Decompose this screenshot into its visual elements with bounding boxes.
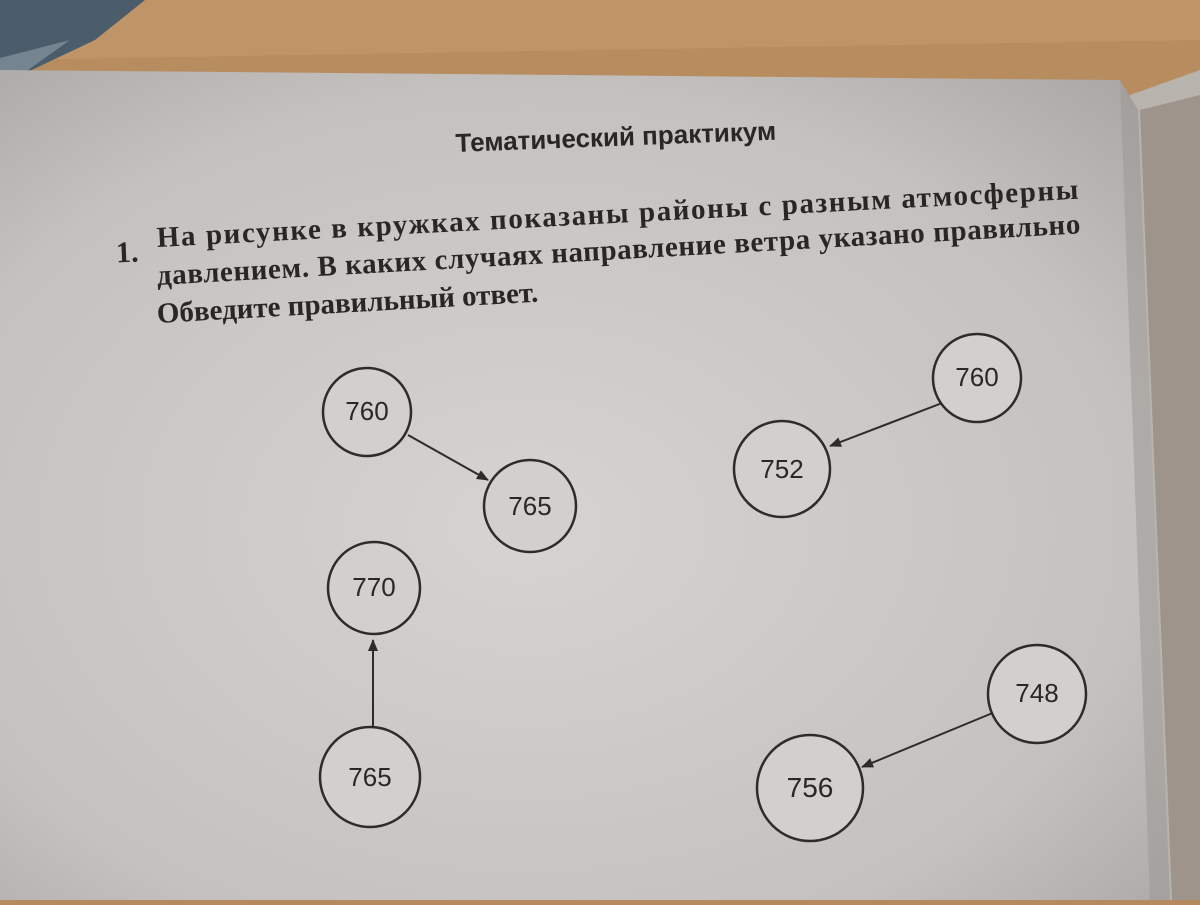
pressure-circle <box>755 733 865 843</box>
pressure-circle <box>931 332 1023 424</box>
diagram-3 <box>318 540 422 829</box>
pressure-circle <box>986 643 1088 745</box>
wind-arrow <box>829 399 951 447</box>
pressure-circle <box>326 540 422 636</box>
pressure-circle <box>321 366 413 458</box>
pressure-value-760: 760 <box>955 362 999 392</box>
pressure-value-760: 760 <box>345 396 389 426</box>
pressure-circle <box>482 458 578 554</box>
wind-arrow <box>861 711 996 768</box>
diagram-4 <box>755 643 1088 843</box>
pressure-circle <box>318 725 422 829</box>
diagram-1 <box>321 366 578 554</box>
pressure-value-756: 756 <box>786 772 834 803</box>
pressure-circle <box>732 419 832 519</box>
wind-arrow <box>407 434 489 481</box>
pressure-value-752: 752 <box>760 454 804 484</box>
pressure-value-748: 748 <box>1015 678 1059 708</box>
pressure-value-765: 765 <box>508 491 552 521</box>
diagram-2 <box>732 332 1023 519</box>
pressure-value-770: 770 <box>352 572 396 602</box>
pressure-value-765: 765 <box>348 762 392 792</box>
